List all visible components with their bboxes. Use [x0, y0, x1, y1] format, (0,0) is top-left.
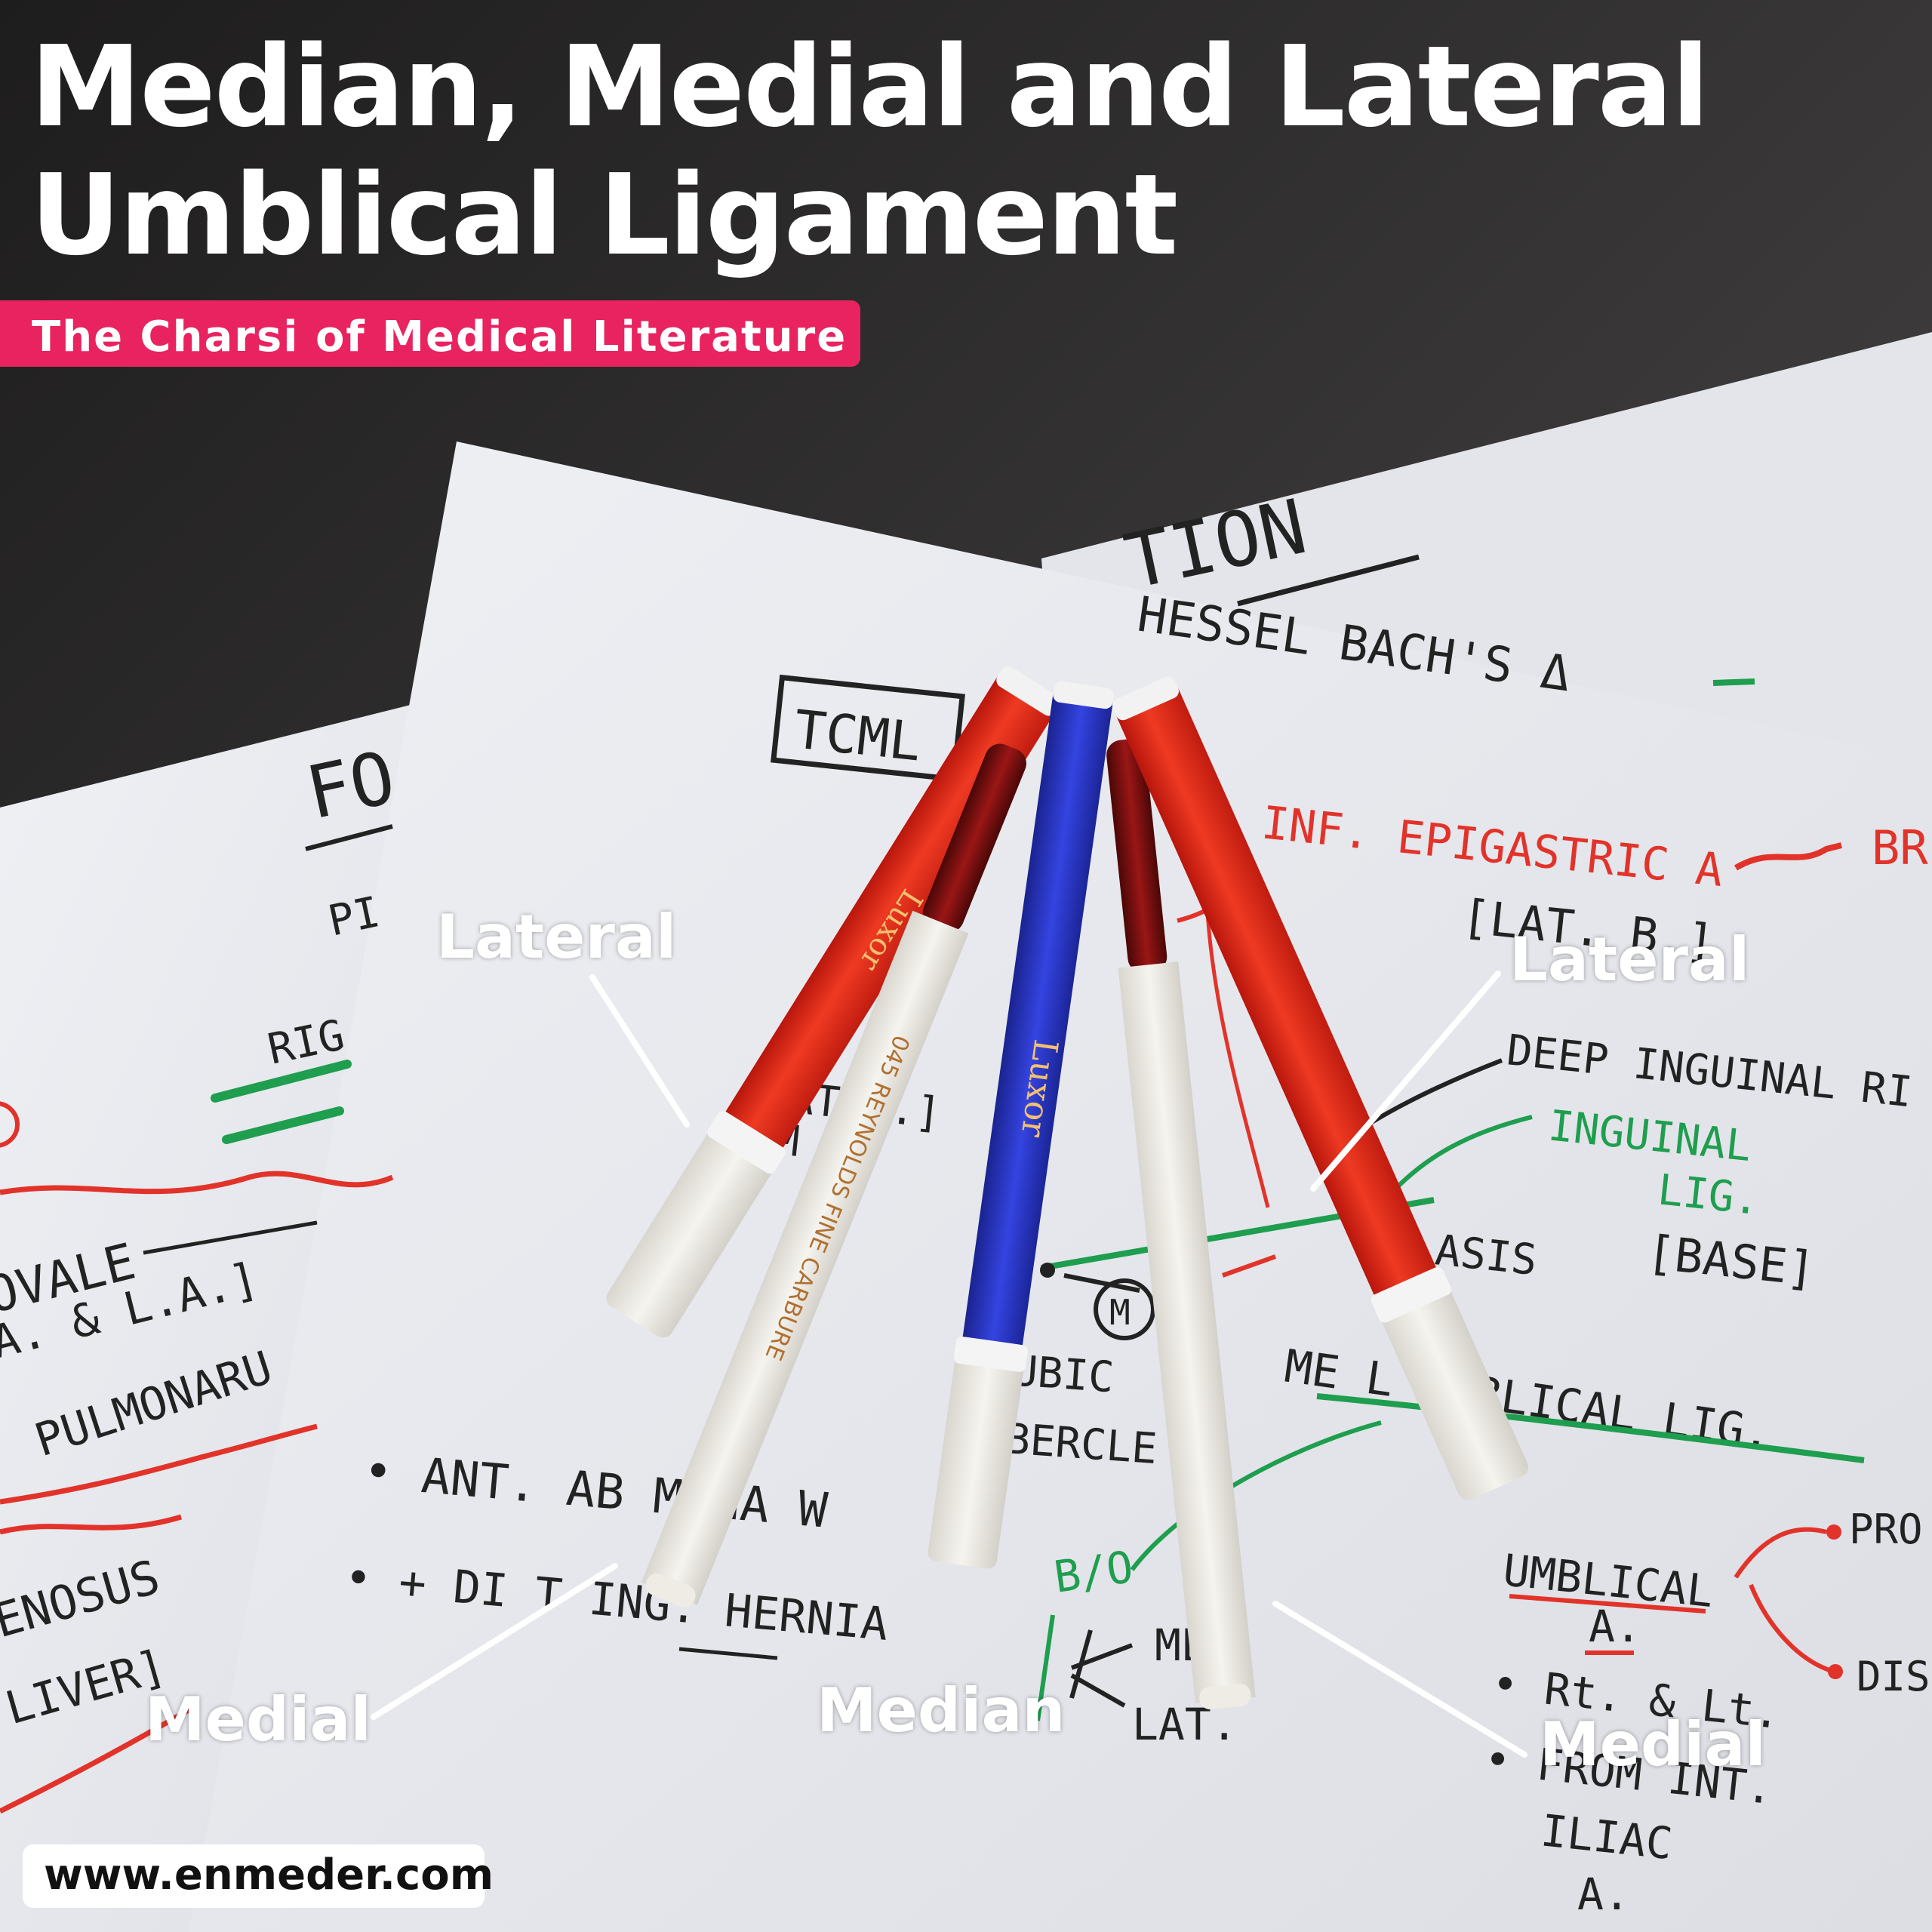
label-lateral-left: Lateral	[436, 902, 677, 972]
pointer-medial-right	[1272, 1601, 1527, 1758]
subtitle-banner: The Charsi of Medical Literature	[0, 300, 860, 367]
note-pubic: UBIC	[1011, 1346, 1115, 1402]
note-asis: ASIS	[1433, 1226, 1540, 1285]
note-b-o: B/O	[1051, 1541, 1136, 1603]
subtitle-text: The Charsi of Medical Literature	[32, 312, 848, 361]
note-pro: PRO	[1849, 1506, 1923, 1553]
page-title: Median, Medial and Lateral Umblical Liga…	[30, 22, 1709, 280]
title-line-1: Median, Medial and Lateral	[30, 22, 1709, 152]
pointer-lateral-left	[589, 974, 690, 1128]
label-medial-right: Medial	[1540, 1709, 1766, 1780]
website-url[interactable]: www.enmeder.com	[44, 1850, 494, 1900]
tcml-box	[771, 674, 965, 783]
note-br: BR	[1872, 820, 1928, 875]
note-dis: DIS	[1857, 1653, 1930, 1700]
pen-red-right	[1112, 676, 1528, 1500]
label-lateral-right: Lateral	[1509, 924, 1750, 995]
note-tcml: TCML	[791, 698, 924, 773]
note-tubercle: BERCLE	[1003, 1414, 1158, 1474]
note-fo: FO	[299, 735, 401, 836]
pen-white-right	[1106, 739, 1256, 1710]
label-median: Median	[817, 1675, 1066, 1746]
paper-sheet-main	[189, 441, 1932, 1932]
pen-blue-center: Luxor	[928, 681, 1114, 1569]
note-a2: A.	[1577, 1869, 1630, 1920]
website-badge: www.enmeder.com	[23, 1844, 494, 1908]
title-line-2: Umblical Ligament	[30, 150, 1178, 280]
m-circle	[1094, 1278, 1155, 1340]
pointer-medial-left	[371, 1563, 618, 1720]
note-lig: LIG.	[1656, 1165, 1762, 1225]
pointer-lateral-right	[1310, 971, 1501, 1192]
note-a: A.	[1589, 1601, 1641, 1652]
pointer-lines	[371, 971, 1527, 1758]
label-medial-left: Medial	[145, 1684, 371, 1755]
note-pi: PI	[324, 888, 383, 946]
note-m: M	[1109, 1292, 1131, 1333]
